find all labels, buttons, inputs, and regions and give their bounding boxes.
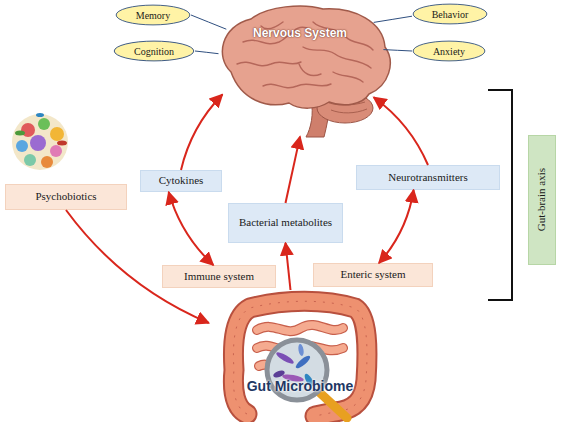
mediator-box: Cytokines [140,170,222,192]
node-label: Gut-brain axis [535,168,549,231]
oval-outline [114,41,194,61]
cerebrum [222,6,390,108]
microbe [275,350,295,365]
node-label: Psychobiotics [35,190,96,204]
node-label: Behavior [432,9,469,20]
connector-arrow [379,190,414,263]
cluster-base [12,114,68,170]
bacterium [57,141,67,146]
leader-line [191,15,226,29]
bacterium [30,135,46,151]
outcome-oval: Behavior [412,3,488,25]
microbe [294,354,312,370]
axis-band: Gut-brain axis [528,135,556,265]
node-label: Cytokines [159,174,204,188]
node-label: Enteric system [340,268,405,282]
connector-arrow [181,95,222,171]
colon-outline [233,301,367,416]
system-box: Enteric system [313,263,433,287]
brain-fold [263,84,331,88]
node-label: Neurotransmitters [388,171,467,185]
mediator-box: Neurotransmitters [356,165,500,190]
outcome-oval: Anxiety [412,40,486,62]
oval-outline [116,5,190,25]
brain-fold [303,47,371,68]
node-label: Immune system [184,270,254,284]
node-label: Memory [136,10,170,21]
mediator-box: Bacterial metabolites [228,203,343,243]
leader-line [195,51,219,54]
node-label: Cognition [134,46,174,57]
gut-shape [205,290,395,422]
input-box: Psychobiotics [5,184,127,210]
brain-fold [333,72,363,82]
system-box: Immune system [162,265,276,288]
oval-outline [413,41,485,61]
brain-fold [237,62,301,66]
bacterium [50,145,62,157]
bacterium [24,154,36,166]
leader-line [374,16,412,22]
oval-outline [413,4,487,24]
bacterium [50,127,64,141]
bacteria-cluster-illustration [12,113,68,170]
node-label: Nervous System [203,26,397,40]
connector-arrow [286,137,301,203]
bacterium [15,131,25,136]
connector-arrow [169,192,214,265]
magnifier-handle [318,391,347,418]
connector-arrow [374,97,428,165]
gut-node: Gut Microbiome [205,290,395,422]
node-label: Anxiety [433,46,465,57]
large-intestine [233,301,367,416]
axis-bracket [488,90,512,300]
connector-arrow [286,243,291,290]
node-label: Bacterial metabolites [239,216,332,230]
brain-node: Nervous System [203,2,397,138]
microbe [272,369,285,379]
outcome-oval: Memory [115,4,191,26]
bacterium [16,140,28,152]
brain-fold [299,64,321,76]
brain-shape [203,2,397,138]
bacterium [36,113,44,117]
colon-segments [233,301,367,416]
bacterium [41,156,53,168]
outcome-oval: Cognition [113,40,195,62]
node-label: Gut Microbiome [205,378,395,394]
bacterium [38,118,50,130]
microbe [297,344,304,357]
